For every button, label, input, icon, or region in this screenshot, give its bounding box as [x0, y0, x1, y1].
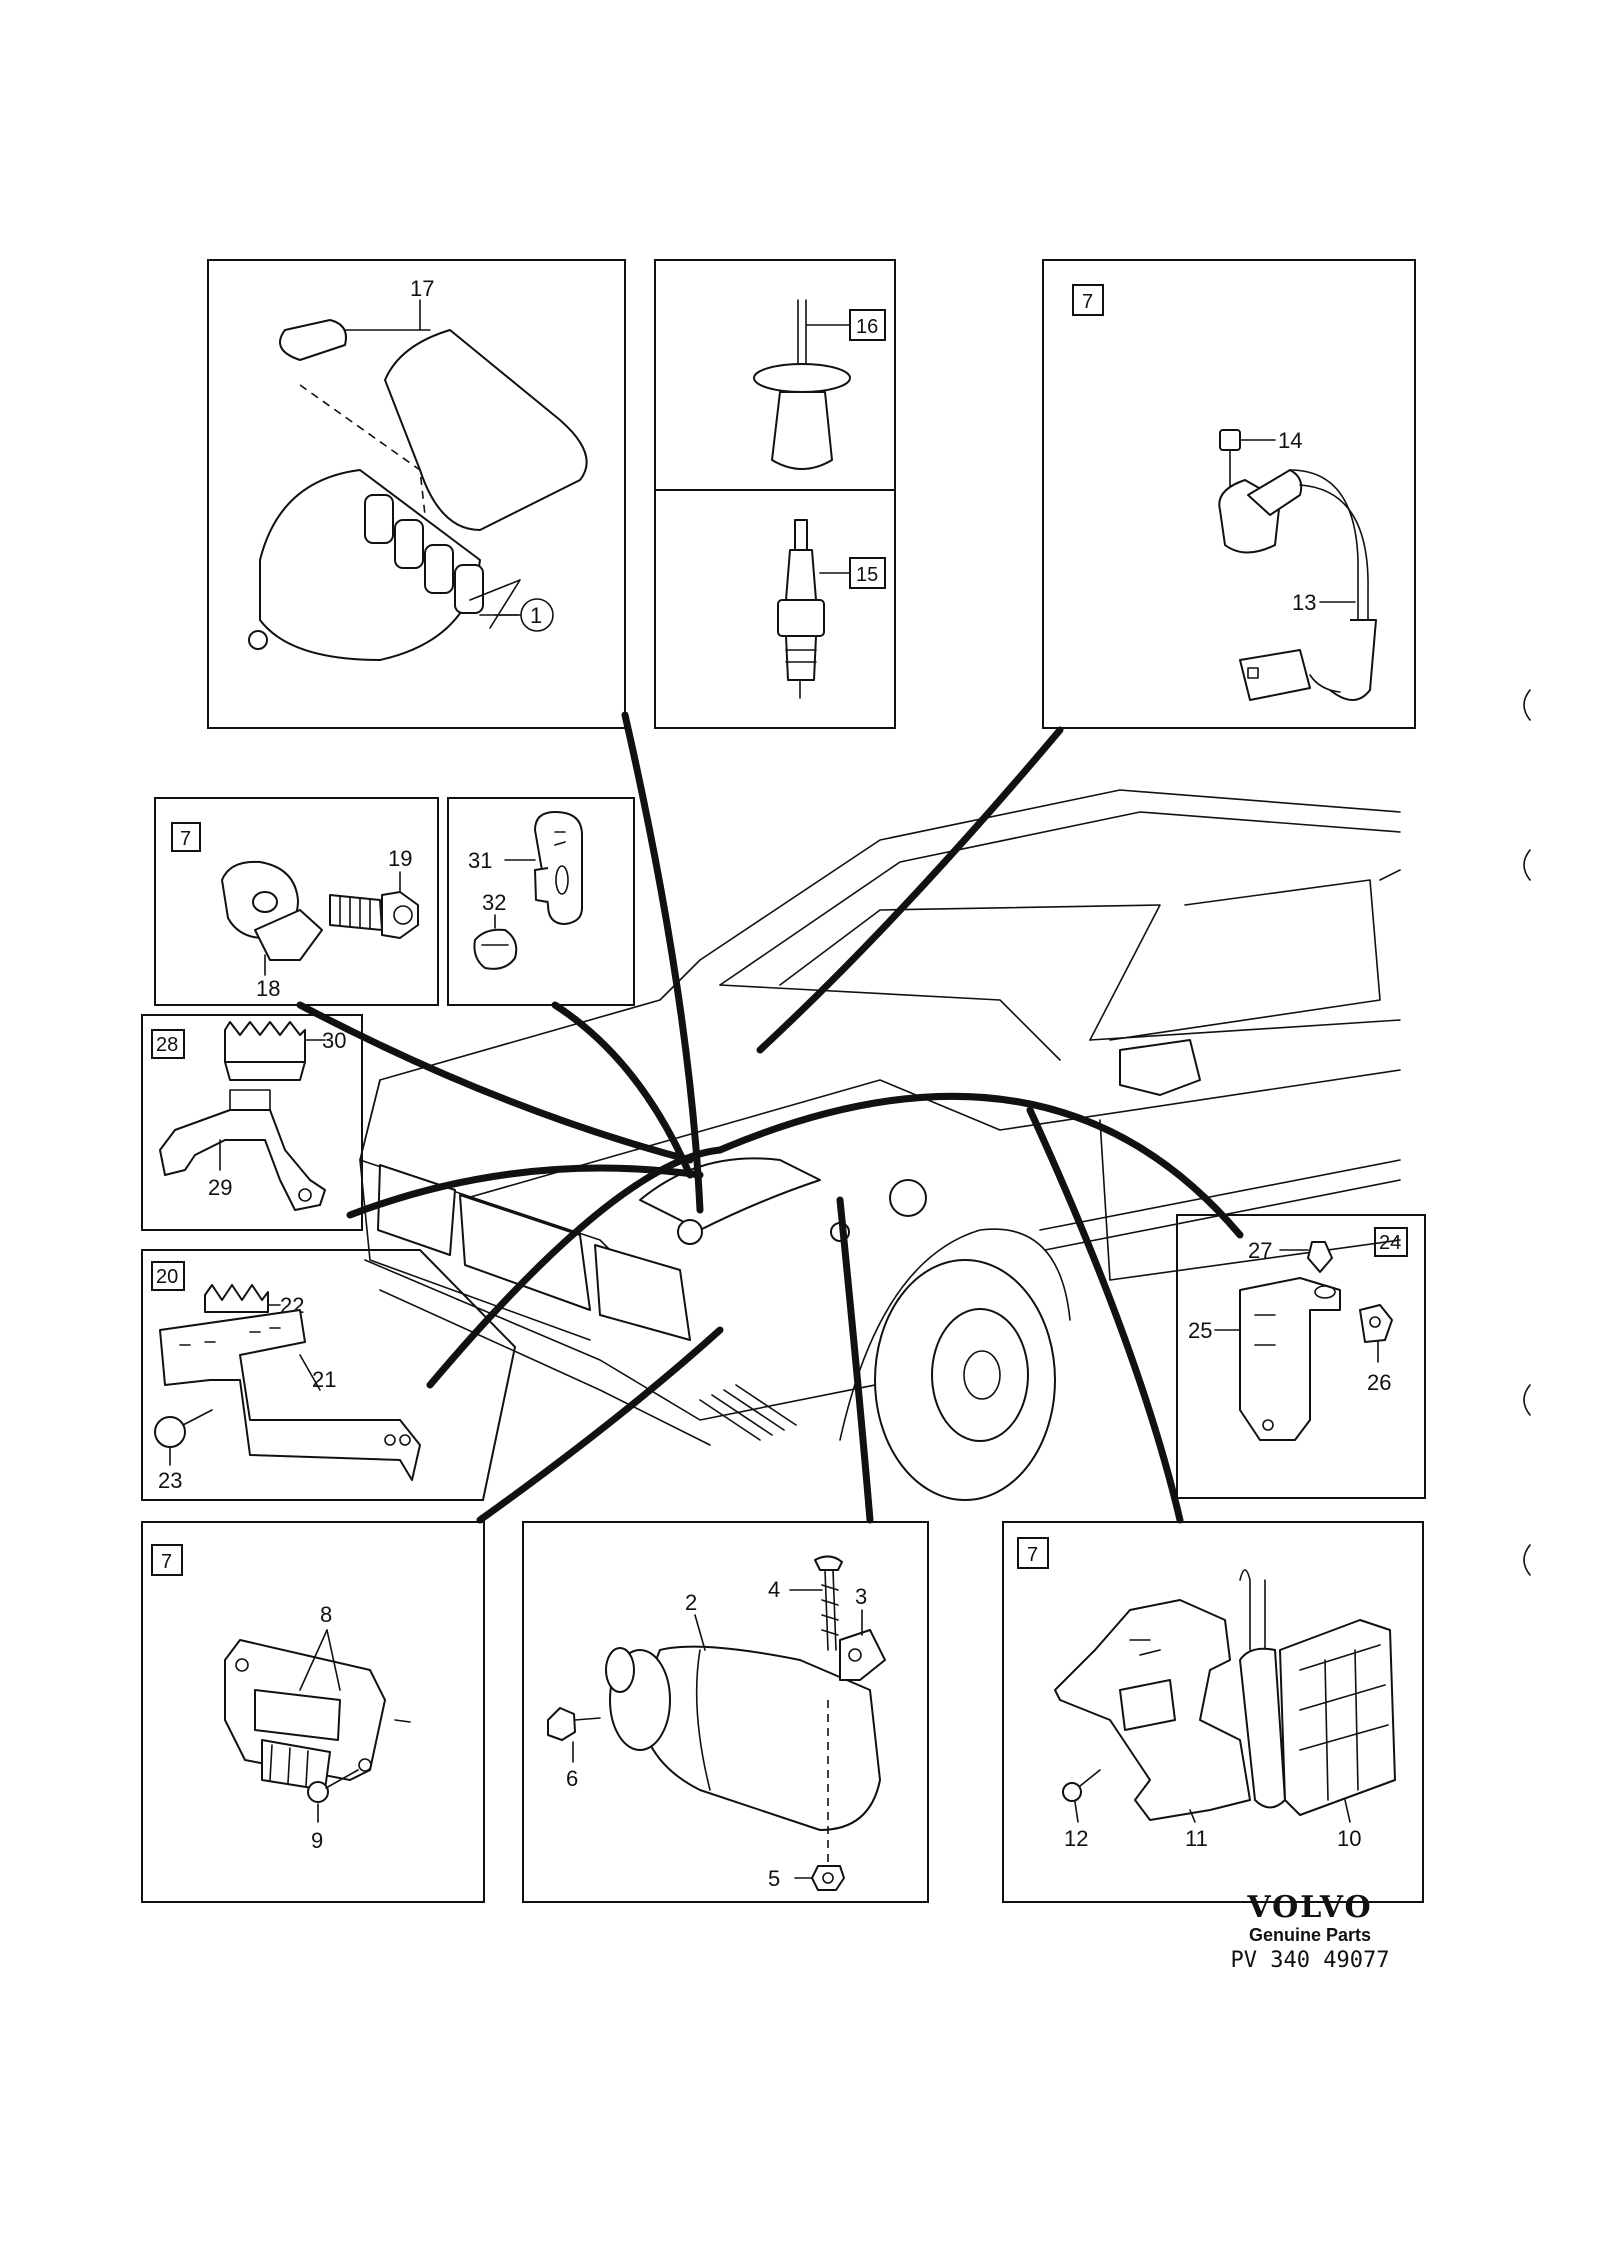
panel-bracket-28: [141, 1014, 363, 1231]
panel-tag-knock: 7: [180, 828, 191, 850]
brand-block: VOLVO Genuine Parts PV 340 49077: [1210, 1890, 1410, 1973]
callout-21: 21: [312, 1367, 336, 1392]
callout-30: 30: [322, 1028, 346, 1053]
callout-32: 32: [482, 890, 506, 915]
callout-8: 8: [320, 1602, 332, 1627]
ignition-coil-icon: [605, 1629, 886, 1870]
ignition-distributor-icon: [248, 319, 588, 661]
spark-plug-icon: [777, 519, 825, 699]
panel-bracket-20: [141, 1249, 517, 1501]
callout-13: 13: [1292, 590, 1316, 615]
callout-26: 26: [1367, 1370, 1391, 1395]
callout-17: 17: [410, 276, 434, 301]
callout-14: 14: [1278, 428, 1302, 453]
panel-tag-module10: 7: [1027, 1544, 1038, 1566]
callout-4: 4: [768, 1577, 780, 1602]
panel-spark-plug: [654, 489, 896, 729]
panel-bracket-24: [1176, 1214, 1426, 1499]
panel-tag-sensor: 7: [1082, 291, 1093, 313]
brand-subtitle: Genuine Parts: [1248, 1925, 1372, 1945]
callout-12: 12: [1064, 1826, 1088, 1851]
callout-10: 10: [1337, 1826, 1361, 1851]
callout-23: 23: [158, 1468, 182, 1493]
callout-15: 15: [856, 564, 878, 586]
callout-9: 9: [311, 1828, 323, 1853]
panel-tag-28: 28: [156, 1034, 178, 1056]
callout-25: 25: [1188, 1318, 1212, 1343]
callout-29: 29: [208, 1175, 232, 1200]
panel-module-10: [1002, 1521, 1424, 1903]
callout-18: 18: [256, 976, 280, 1001]
diagram-reference: PV 340 49077: [1230, 1948, 1390, 1973]
panel-tag-20: 20: [156, 1266, 178, 1288]
callout-3: 3: [855, 1584, 867, 1609]
panel-knock-sensor: [154, 797, 439, 1006]
callout-19: 19: [388, 846, 412, 871]
callout-1: 1: [530, 603, 542, 628]
brand-logo: VOLVO: [1247, 1890, 1373, 1925]
panel-sensor: [1042, 259, 1416, 729]
panel-tag-24: 24: [1379, 1232, 1401, 1254]
callout-5: 5: [768, 1866, 780, 1891]
panel-clips: [447, 797, 635, 1006]
callout-31: 31: [468, 848, 492, 873]
panel-module-8: [141, 1521, 485, 1903]
panel-distributor: [207, 259, 626, 729]
callout-11: 11: [1185, 1826, 1208, 1851]
panel-tag-module8: 7: [161, 1551, 172, 1573]
crank-sensor-icon: [1218, 429, 1377, 701]
callout-16: 16: [856, 316, 878, 338]
callout-27: 27: [1248, 1238, 1272, 1263]
panel-ignition-coil: [522, 1521, 929, 1903]
callout-6: 6: [566, 1766, 578, 1791]
callout-2: 2: [685, 1590, 697, 1615]
